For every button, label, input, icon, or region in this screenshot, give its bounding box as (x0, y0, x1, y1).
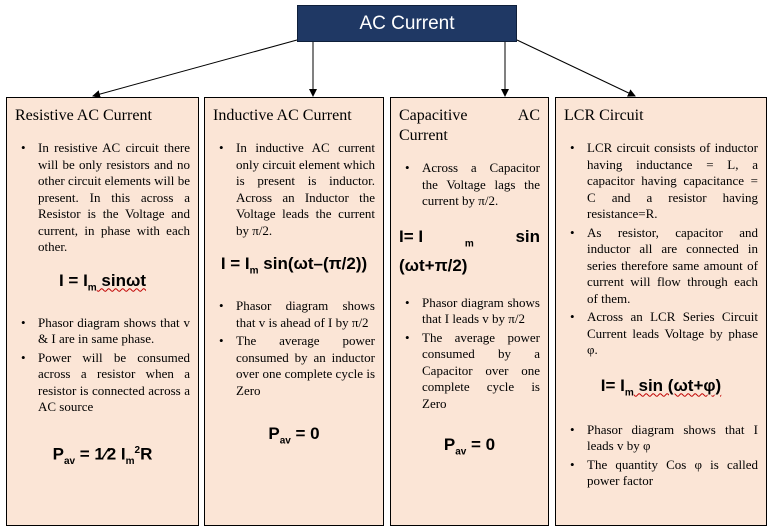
resistive-bullet: Power will be consumed across a resistor… (15, 350, 190, 416)
column-capacitive: Capacitive AC Current Across a Capacitor… (390, 97, 549, 526)
column-inductive: Inductive AC Current In inductive AC cur… (204, 97, 384, 526)
resistive-equation: I = Im sinωt (58, 270, 147, 293)
lcr-equation: I= Im sin (ωt+φ) (600, 375, 722, 398)
inductive-bullet: Phasor diagram shows that v is ahead of … (213, 298, 375, 331)
capacitive-power-equation: Pav = 0 (443, 435, 496, 458)
lcr-bullet: Across an LCR Series Circuit Current lea… (564, 309, 758, 359)
lcr-bullet: As resistor, capacitor and inductor all … (564, 225, 758, 308)
resistive-heading: Resistive AC Current (15, 107, 152, 124)
root-node-ac-current: AC Current (297, 5, 517, 42)
capacitive-bullet: The average power consumed by a Capacito… (399, 330, 540, 413)
inductive-heading: Inductive AC Current (213, 107, 352, 124)
resistive-bullet: Phasor diagram shows that v & I are in s… (15, 315, 190, 348)
lcr-bullet: The quantity Cos φ is called power facto… (564, 457, 758, 490)
arrow-to-resistive (92, 39, 298, 99)
root-title: AC Current (359, 12, 455, 34)
inductive-power-equation: Pav = 0 (268, 424, 320, 447)
lcr-bullet: LCR circuit consists of inductor having … (564, 140, 758, 223)
capacitive-heading: Capacitive AC Current (399, 107, 540, 144)
inductive-bullet: In inductive AC current only circuit ele… (213, 140, 375, 239)
inductive-equation: I = Im sin(ωt–(π/2)) (220, 254, 368, 277)
capacitive-bullet: Across a Capacitor the Voltage lags the … (399, 160, 540, 210)
column-lcr: LCR Circuit LCR circuit consists of indu… (555, 97, 767, 526)
lcr-bullet: Phasor diagram shows that I leads v by φ (564, 422, 758, 455)
arrow-to-lcr (516, 39, 636, 97)
column-resistive: Resistive AC Current In resistive AC cir… (6, 97, 199, 526)
resistive-power-equation: Pav = 1⁄2 Im2R (52, 444, 153, 467)
lcr-heading: LCR Circuit (564, 107, 644, 124)
resistive-bullet: In resistive AC circuit there will be on… (15, 140, 190, 256)
inductive-bullet: The average power consumed by an inducto… (213, 333, 375, 399)
capacitive-bullet: Phasor diagram shows that I leads v by π… (399, 295, 540, 328)
